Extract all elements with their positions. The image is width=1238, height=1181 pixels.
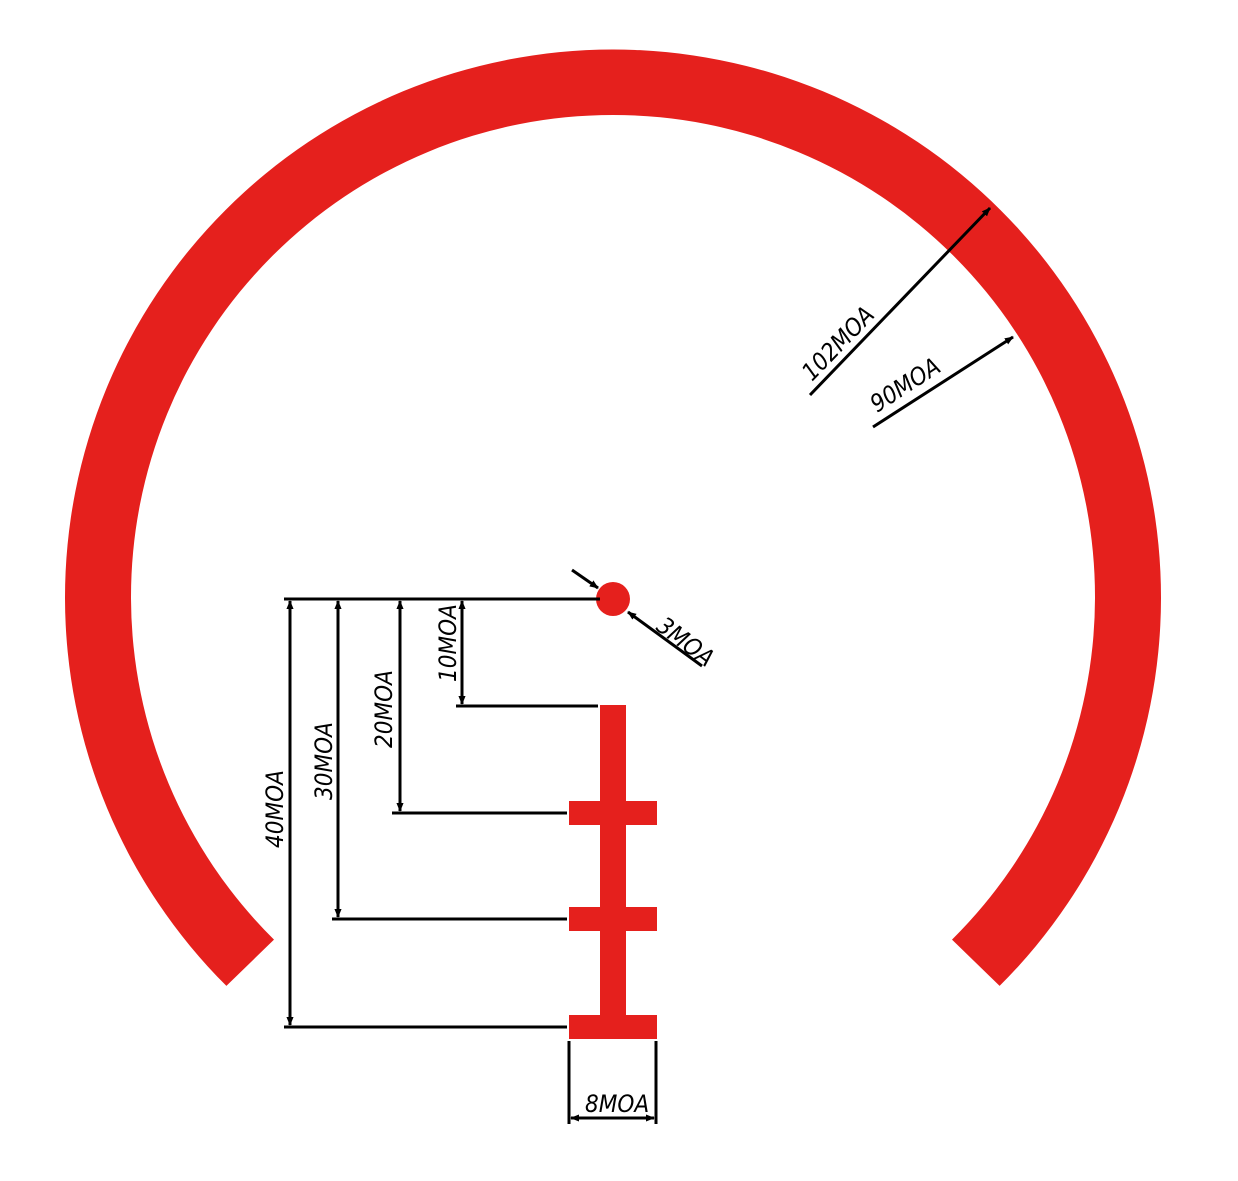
inner-diameter-label: 90MOA xyxy=(865,352,946,418)
drop-label-30: 30MOA xyxy=(310,722,338,800)
dot-size-label: 3MOA xyxy=(651,611,719,672)
horseshoe-ring xyxy=(64,49,1161,986)
hash-bar-30 xyxy=(569,907,657,931)
inner-diameter-dimension xyxy=(872,335,1014,429)
bar-width-label: 8MOA xyxy=(585,1090,649,1118)
outer-diameter-dimension xyxy=(808,206,992,397)
drop-label-40: 40MOA xyxy=(261,770,289,848)
drop-label-10: 10MOA xyxy=(434,604,462,682)
outer-diameter-label: 102MOA xyxy=(796,301,880,386)
hash-bar-40 xyxy=(569,1015,657,1039)
dot-size-dimension xyxy=(571,568,703,668)
drop-post xyxy=(600,705,626,1037)
center-dot xyxy=(596,582,630,616)
drop-label-20: 20MOA xyxy=(370,670,398,748)
hash-bar-20 xyxy=(569,801,657,825)
